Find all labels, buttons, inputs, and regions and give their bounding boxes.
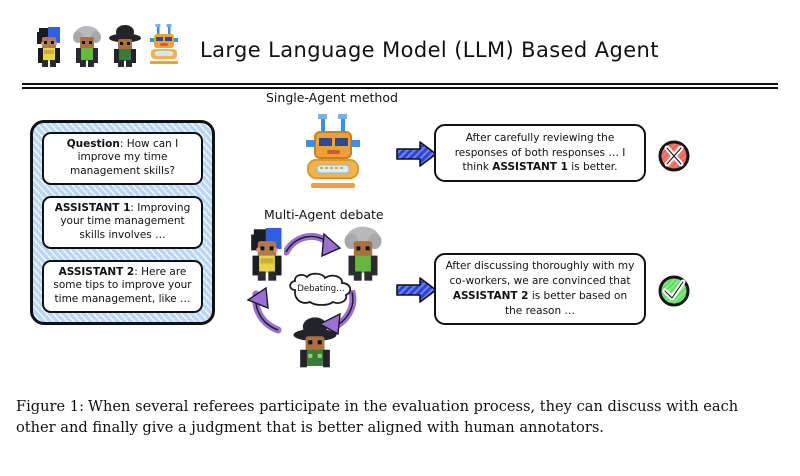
figure-number: Figure 1:: [16, 398, 84, 415]
flow-arrow-multi-icon: [396, 275, 438, 309]
multi-agent-section-label: Multi-Agent debate: [264, 207, 384, 222]
debate-arrow-clockwise-top: [282, 230, 344, 268]
debate-agent-black-hat: [292, 316, 338, 374]
figure-header: Large Language Model (LLM) Based Agent: [0, 22, 800, 84]
message-speaker: ASSISTANT 2: [58, 265, 135, 278]
check-circle-icon: [658, 275, 690, 311]
figure-caption-text: When several referees participate in the…: [16, 398, 739, 437]
page-title: Large Language Model (LLM) Based Agent: [200, 38, 659, 62]
header-divider: [22, 83, 778, 89]
cross-circle-icon: [658, 140, 690, 176]
header-avatar-group: [32, 24, 182, 68]
output-emphasis: ASSISTANT 2: [452, 290, 529, 302]
single-agent-robot: [302, 114, 364, 196]
debating-bubble-label: Debating…: [297, 284, 345, 294]
output-box-single-agent: After carefully reviewing the responses …: [434, 124, 646, 182]
multi-agent-debate-cluster: Debating…: [240, 222, 400, 368]
avatar-grey-hair-agent: [73, 26, 101, 67]
message-separator: :: [134, 265, 138, 278]
message-card-assistant-1: ASSISTANT 1: Improving your time managem…: [42, 195, 203, 250]
message-card-question: Question: How can I improve my time mana…: [42, 132, 203, 186]
output-box-multi-agent: After discussing thoroughly with my co-w…: [434, 253, 646, 325]
message-text: Here are some tips to improve your time …: [53, 265, 192, 305]
input-conversation-panel: Question: How can I improve my time mana…: [30, 120, 215, 325]
output-text-pre: After carefully reviewing the responses …: [454, 131, 626, 174]
single-agent-section-label: Single-Agent method: [266, 90, 398, 105]
debate-arrow-clockwise-right: [318, 288, 362, 342]
avatar-blue-hair-agent: [37, 27, 60, 67]
message-text: How can I improve my time management ski…: [69, 138, 179, 177]
output-text-post: is better.: [567, 161, 618, 174]
output-text-pre: After discussing thoroughly with my co-w…: [445, 260, 635, 288]
message-speaker: ASSISTANT 1: [54, 201, 131, 214]
debate-agent-blue-hair: [244, 224, 290, 286]
avatar-black-hat-agent: [109, 25, 141, 67]
message-text: Improving your time management skills in…: [60, 201, 191, 241]
debate-arrow-clockwise-left: [246, 282, 290, 338]
figure-caption: Figure 1:When several referees participa…: [16, 396, 776, 438]
message-separator: :: [130, 201, 134, 214]
debating-thought-bubble: Debating…: [285, 272, 357, 306]
message-speaker: Question: [66, 138, 120, 150]
message-separator: :: [119, 138, 124, 150]
message-card-assistant-2: ASSISTANT 2: Here are some tips to impro…: [42, 259, 203, 313]
output-text-post: is better based on the reason …: [505, 290, 628, 317]
flow-arrow-single-icon: [396, 139, 438, 173]
avatar-robot-agent: [150, 24, 178, 64]
debate-agent-grey-hair: [340, 224, 386, 286]
output-emphasis: ASSISTANT 1: [492, 161, 568, 174]
